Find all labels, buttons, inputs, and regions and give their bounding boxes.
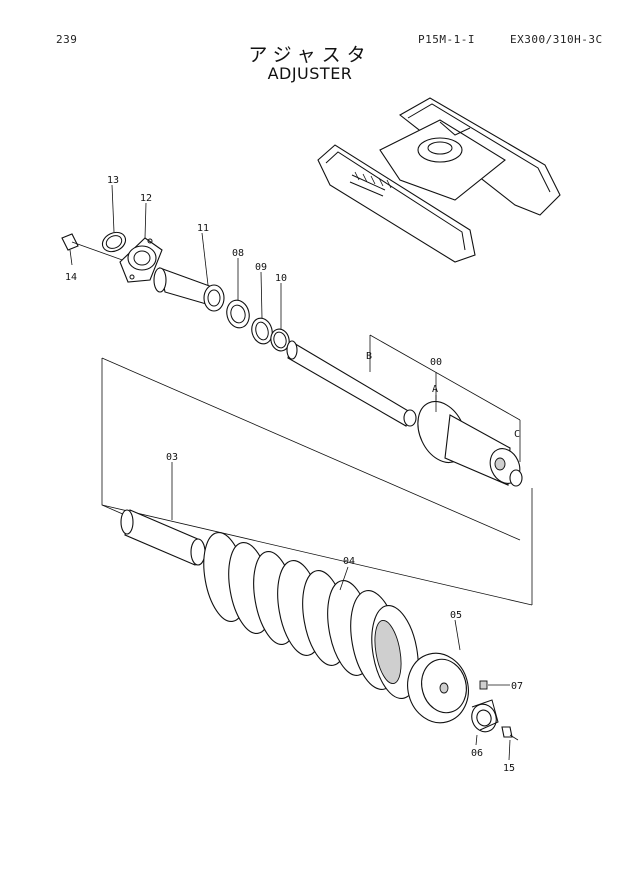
callout-a: A: [432, 384, 438, 395]
callout-b: B: [366, 351, 372, 362]
page-number: 239: [56, 33, 78, 46]
callout-13: 13: [107, 175, 119, 186]
model-code: EX300/310H-3C: [510, 33, 603, 46]
callout-15: 15: [503, 763, 515, 774]
title-english: ADJUSTER: [267, 64, 353, 83]
callout-14: 14: [65, 272, 77, 283]
callout-09: 09: [255, 262, 267, 273]
callout-06: 06: [471, 748, 483, 759]
callout-05: 05: [450, 610, 462, 621]
callout-04: 04: [343, 556, 355, 567]
callout-10: 10: [275, 273, 287, 284]
callout-08: 08: [232, 248, 244, 259]
callout-07: 07: [511, 681, 523, 692]
callout-c: C: [514, 429, 520, 440]
callout-00: 00: [430, 357, 442, 368]
callout-11: 11: [197, 223, 209, 234]
plate-code: P15M-1-I: [418, 33, 475, 46]
title-japanese: アジャスタ: [248, 44, 372, 66]
callout-03: 03: [166, 452, 178, 463]
callout-12: 12: [140, 193, 152, 204]
spring-coils: [203, 531, 419, 699]
track-frame-illustration: [317, 97, 561, 263]
